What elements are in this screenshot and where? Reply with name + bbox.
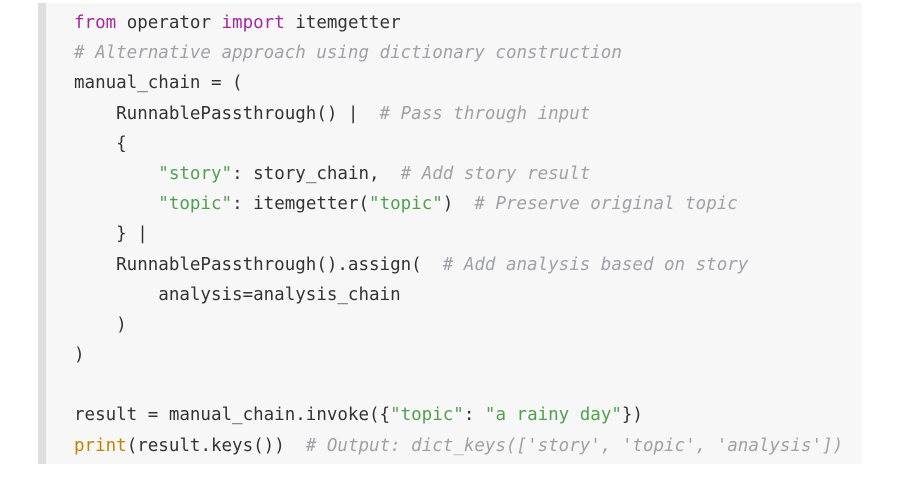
code-token: (result.keys()) [126, 435, 306, 456]
code-token: manual_chain = ( [74, 73, 243, 94]
code-line: manual_chain = ( [74, 68, 843, 98]
code-string: "topic" [390, 405, 464, 426]
code-keyword: from [74, 13, 117, 33]
code-token: : [463, 405, 485, 426]
code-token [74, 194, 158, 214]
code-comment: # Add story result [400, 163, 591, 184]
code-token: ) [74, 314, 127, 335]
code-token [74, 164, 158, 184]
code-token: }) [621, 405, 643, 426]
code-line: print(result.keys()) # Output: dict_keys… [74, 431, 843, 461]
code-token: RunnablePassthrough() | [74, 103, 380, 124]
code-line: "story": story_chain, # Add story result [74, 159, 843, 189]
code-token: operator [116, 13, 222, 33]
code-content[interactable]: from operator import itemgetter # Alterna… [74, 8, 843, 461]
code-keyword: import [221, 13, 285, 33]
code-token: result = manual_chain.invoke({ [74, 405, 391, 426]
code-line: from operator import itemgetter [74, 8, 843, 38]
code-token: } | [74, 224, 148, 245]
code-line: result = manual_chain.invoke({"topic": "… [74, 400, 843, 430]
code-comment: # Add analysis based on story [442, 254, 749, 275]
code-token: : story_chain, [232, 163, 401, 184]
code-line: ) [74, 310, 843, 340]
code-line: RunnablePassthrough().assign( # Add anal… [74, 250, 843, 280]
code-line: } | [74, 219, 843, 249]
code-comment: # Output: dict_keys(['story', 'topic', '… [305, 435, 844, 456]
code-token: ) [442, 194, 475, 215]
code-token: itemgetter [284, 13, 401, 33]
code-string: "a rainy day" [484, 405, 622, 426]
code-token: { [74, 133, 127, 154]
code-token: RunnablePassthrough().assign( [74, 254, 443, 275]
code-token: analysis=analysis_chain [74, 284, 401, 305]
code-token: : itemgetter( [232, 194, 370, 215]
code-token: ) [74, 345, 85, 366]
code-line: # Alternative approach using dictionary … [74, 38, 843, 68]
code-line: "topic": itemgetter("topic") # Preserve … [74, 189, 843, 219]
code-comment: # Preserve original topic [474, 194, 738, 215]
code-comment: # Alternative approach using dictionary … [74, 43, 622, 64]
code-string: "topic" [158, 194, 233, 215]
code-string: "topic" [369, 194, 443, 215]
code-line [74, 370, 843, 400]
code-line: ) [74, 340, 843, 370]
code-line: RunnablePassthrough() | # Pass through i… [74, 99, 843, 129]
code-comment: # Pass through input [379, 103, 591, 124]
code-line: analysis=analysis_chain [74, 280, 843, 310]
code-builtin: print [74, 435, 127, 456]
code-string: "story" [158, 163, 233, 184]
code-line: { [74, 129, 843, 159]
code-block: from operator import itemgetter # Alterna… [38, 3, 862, 464]
